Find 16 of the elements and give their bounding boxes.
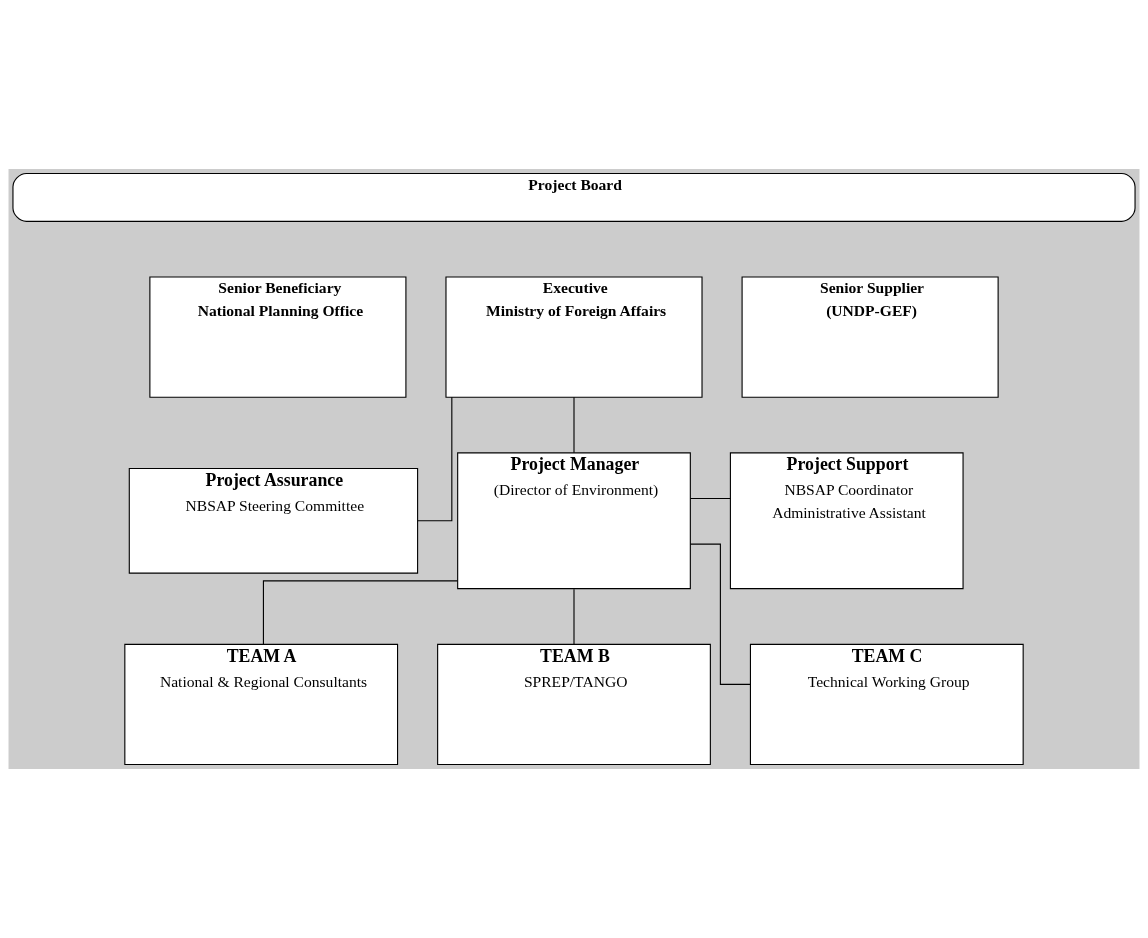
connector xyxy=(689,543,751,685)
node-box: Project Assurance NBSAP Steering Committee xyxy=(128,467,419,574)
node-box: Project Board xyxy=(12,172,1136,222)
connector xyxy=(417,396,453,522)
node-box: TEAM C Technical Working Group xyxy=(749,643,1024,766)
connector xyxy=(262,580,459,645)
node-box: Senior Supplier (UNDP-GEF) xyxy=(741,276,999,398)
node-box: Project Support NBSAP Coordinator Administrative Assistant xyxy=(729,452,964,590)
node-box: Project Manager (Director of Environment) xyxy=(457,452,691,590)
node-box: TEAM B SPREP/TANGO xyxy=(437,643,711,766)
node-box: Senior Beneficiary National Planning Office xyxy=(149,276,407,398)
connector xyxy=(573,396,575,454)
connector xyxy=(689,497,731,500)
connector xyxy=(573,588,575,645)
node-box: Executive Ministry of Foreign Affairs xyxy=(445,276,703,398)
node-box: TEAM A National & Regional Consultants xyxy=(124,643,399,766)
